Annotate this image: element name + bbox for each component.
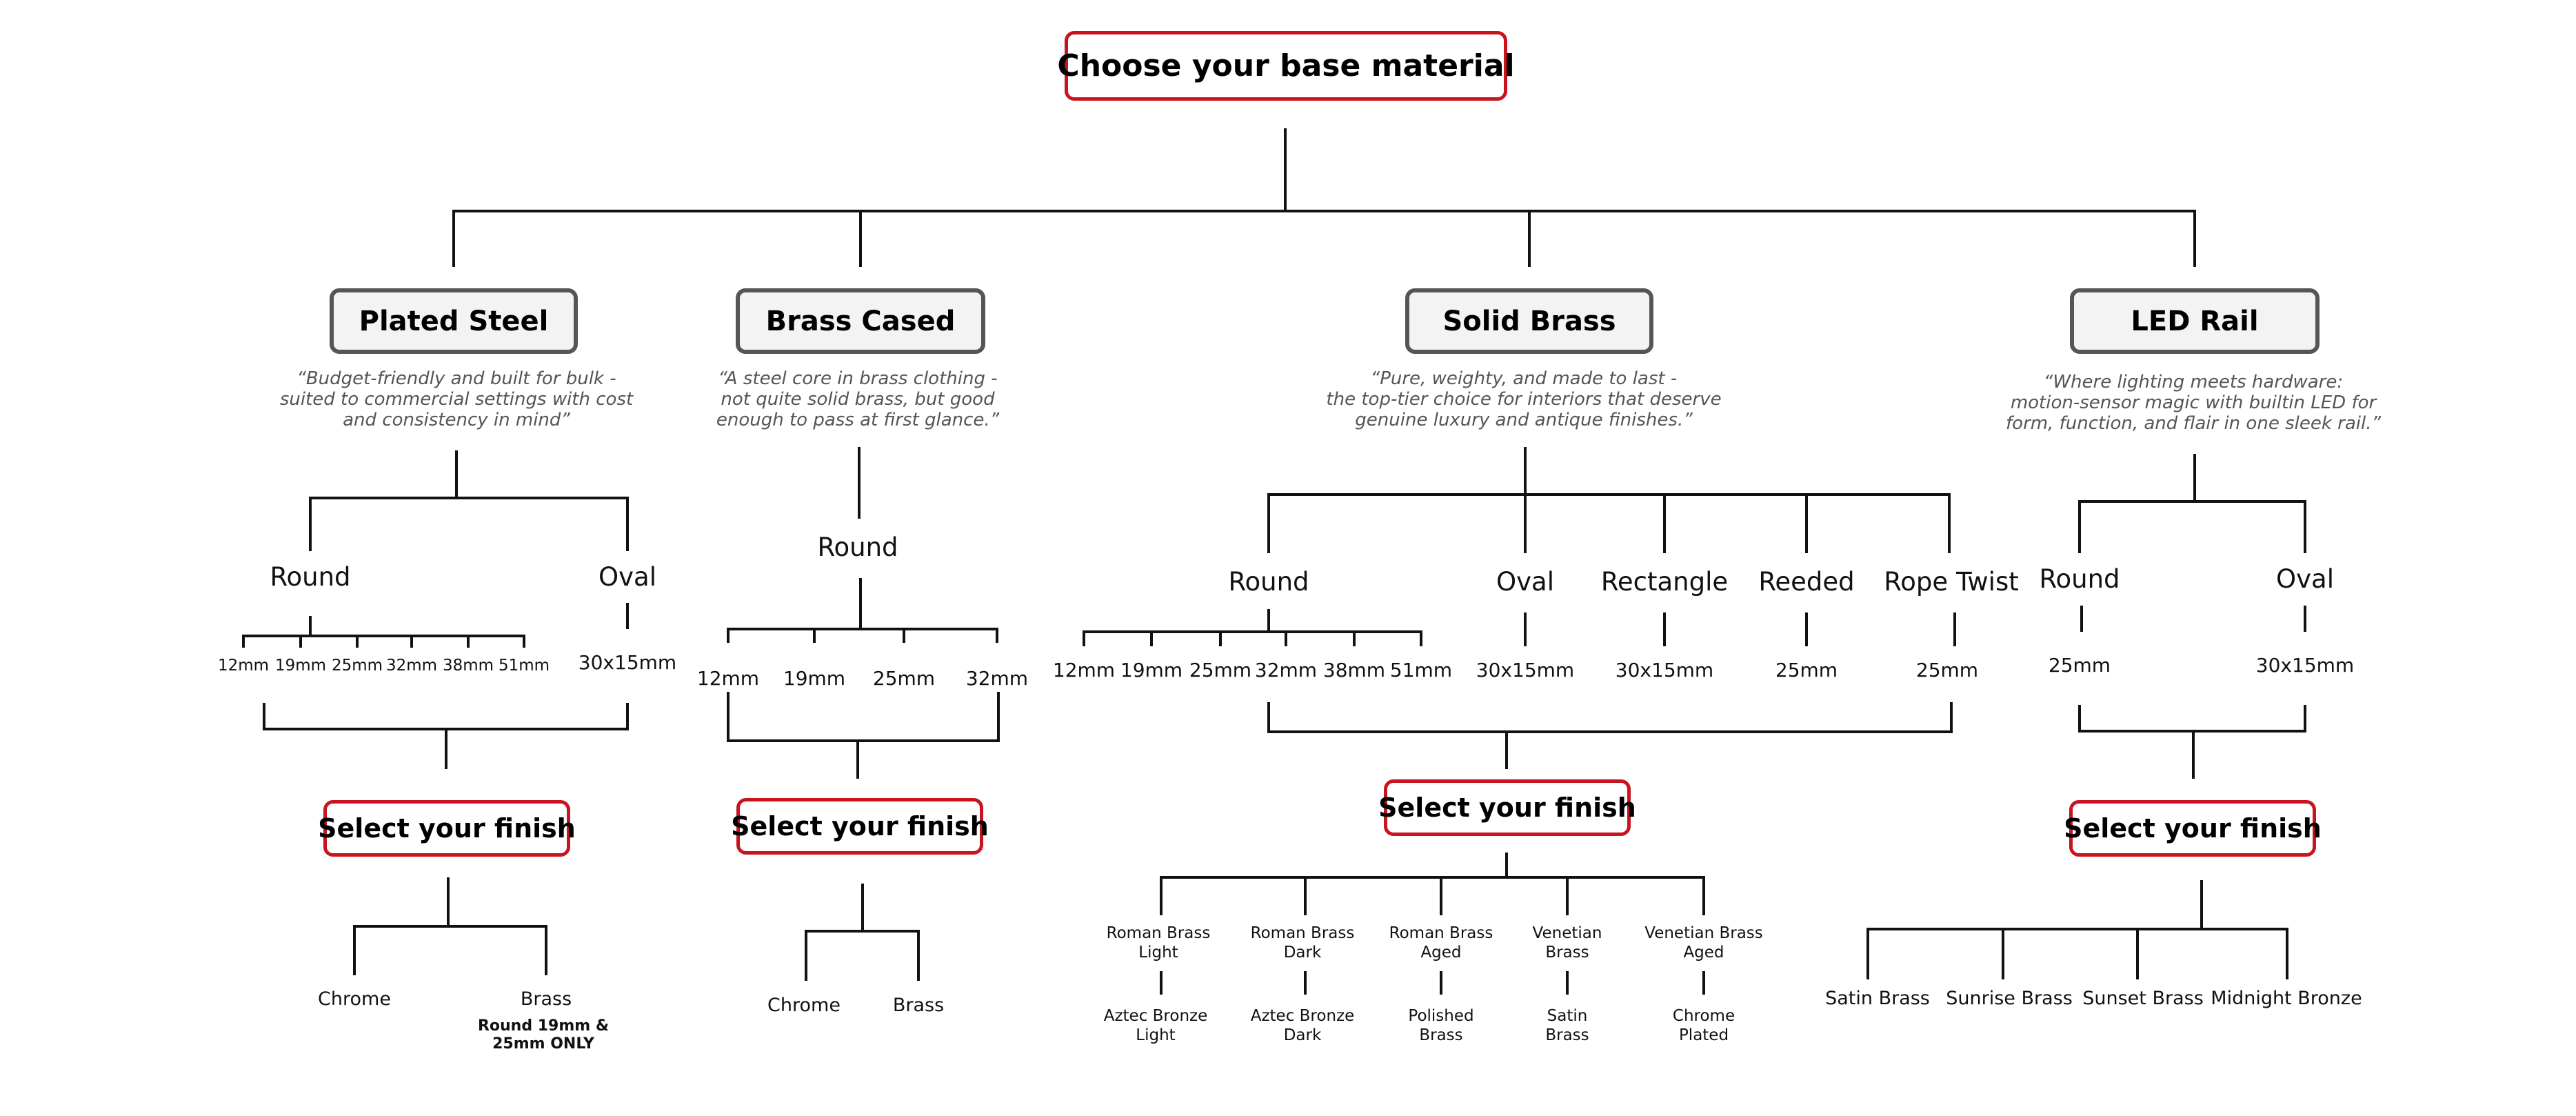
size-label: 19mm	[1120, 659, 1183, 681]
finish-option[interactable]: Roman Brass Dark	[1250, 924, 1355, 961]
size-label: 25mm	[1775, 659, 1838, 681]
material-quote: “Pure, weighty, and made to last - the t…	[1326, 368, 1722, 430]
finish-option[interactable]: Brass	[520, 988, 572, 1010]
finish-option[interactable]: Satin Brass	[1545, 1007, 1589, 1044]
finish-option[interactable]: Aztec Bronze Dark	[1250, 1007, 1355, 1044]
size-label: 30x15mm	[2255, 654, 2355, 677]
size-label: 12mm	[217, 657, 270, 675]
size-label: 12mm	[1052, 659, 1116, 681]
size-label: 32mm	[385, 657, 438, 675]
material-solid-brass[interactable]: Solid Brass	[1405, 288, 1653, 354]
size-label: 32mm	[1254, 659, 1318, 681]
finish-option[interactable]: Chrome	[318, 988, 391, 1010]
select-finish-brass-cased[interactable]: Select your finish	[731, 798, 989, 855]
finish-option[interactable]: Venetian Brass	[1532, 924, 1602, 961]
material-quote: “A steel core in brass clothing - not qu…	[716, 368, 1000, 430]
finish-option[interactable]: Chrome Plated	[1672, 1007, 1735, 1044]
size-label: 32mm	[965, 667, 1029, 690]
shape-label: Oval	[1496, 567, 1554, 597]
finish-option[interactable]: Roman Brass Light	[1106, 924, 1211, 961]
size-label: 51mm	[498, 657, 550, 675]
shape-label: Round	[817, 532, 898, 562]
select-finish-plated-steel[interactable]: Select your finish	[318, 800, 576, 857]
size-label: 30x15mm	[1615, 659, 1714, 681]
material-quote: “Budget-friendly and built for bulk - su…	[279, 368, 634, 430]
finish-option[interactable]: Midnight Bronze	[2211, 988, 2362, 1009]
material-quote: “Where lighting meets hardware: motion-s…	[2006, 372, 2381, 434]
finish-option[interactable]: Roman Brass Aged	[1389, 924, 1493, 961]
size-label: 25mm	[1915, 659, 1979, 681]
root-title[interactable]: Choose your base material	[1057, 31, 1515, 101]
material-led-rail[interactable]: LED Rail	[2070, 288, 2320, 354]
material-brass-cased[interactable]: Brass Cased	[736, 288, 985, 354]
shape-label: Rope Twist	[1884, 567, 2019, 597]
size-label: 19mm	[783, 667, 846, 690]
finish-option[interactable]: Venetian Brass Aged	[1644, 924, 1763, 961]
material-plated-steel[interactable]: Plated Steel	[330, 288, 578, 354]
size-label: 30x15mm	[578, 651, 677, 674]
shape-label: Round	[1228, 567, 1309, 597]
shape-label: Round	[2039, 564, 2120, 594]
size-label: 30x15mm	[1476, 659, 1575, 681]
finish-option[interactable]: Aztec Bronze Light	[1103, 1007, 1208, 1044]
finish-option[interactable]: Sunset Brass	[2082, 988, 2204, 1009]
finish-option[interactable]: Satin Brass	[1825, 988, 1930, 1009]
shape-label: Reeded	[1758, 567, 1855, 597]
finish-note: Round 19mm & 25mm ONLY	[477, 1017, 610, 1053]
finish-option[interactable]: Sunrise Brass	[1946, 988, 2073, 1009]
shape-label: Rectangle	[1600, 567, 1729, 597]
size-label: 25mm	[2048, 654, 2111, 677]
size-label: 25mm	[331, 657, 383, 675]
select-finish-led-rail[interactable]: Select your finish	[2064, 800, 2322, 857]
finish-option[interactable]: Polished Brass	[1408, 1007, 1474, 1044]
size-label: 38mm	[1322, 659, 1386, 681]
size-label: 51mm	[1389, 659, 1453, 681]
size-label: 12mm	[696, 667, 760, 690]
select-finish-solid-brass[interactable]: Select your finish	[1378, 779, 1636, 836]
size-label: 38mm	[442, 657, 494, 675]
size-label: 25mm	[1189, 659, 1252, 681]
shape-label: Oval	[598, 562, 656, 592]
shape-label: Round	[270, 562, 351, 592]
size-label: 25mm	[872, 667, 936, 690]
finish-option[interactable]: Chrome	[767, 995, 841, 1016]
size-label: 19mm	[274, 657, 327, 675]
finish-option[interactable]: Brass	[892, 995, 945, 1016]
shape-label: Oval	[2276, 564, 2334, 594]
